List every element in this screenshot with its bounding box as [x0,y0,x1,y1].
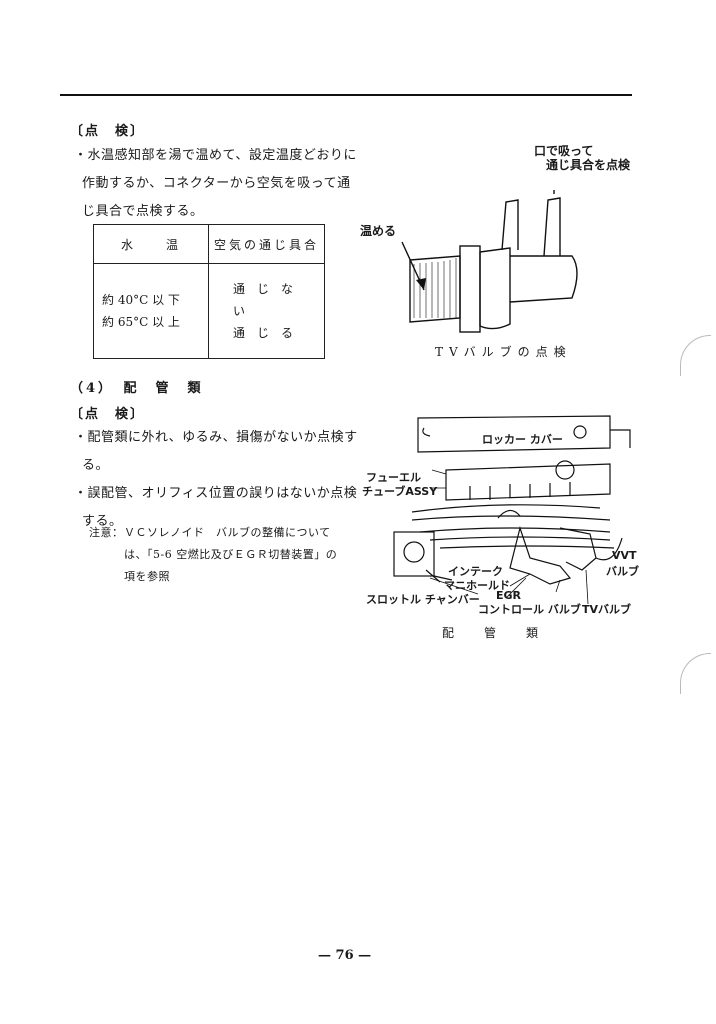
throttle-bore [403,541,425,563]
inspection-heading: 〔点 検〕 [70,407,146,422]
vvt-hose [595,537,623,561]
fuel-tube-label-1: フューエル [366,471,421,484]
binder-mark [680,335,711,376]
cell-value: 約 40°C 以 下 [102,293,180,307]
egr-label-2: コントロール バルブ [478,603,581,616]
throttle-link [425,569,453,583]
pipe-right [543,197,561,257]
inspection-list: ・配管類に外れ、ゆるみ、損傷がないか点検す る。 ・誤配管、オリフィス位置の誤り… [74,424,358,536]
note-line: は、「5-6 空燃比及びＥＧＲ切替装置」の [124,548,338,561]
piping-illustration [393,415,631,605]
section-title: （4） 配 管 類 [70,381,204,396]
list-item: る。 [82,458,110,473]
pipe-left [501,199,519,251]
figure-caption: TVバルブの点検 [435,345,572,359]
note-label: 注意： [89,526,124,539]
note-text: ＶＣソレノイド バルブの整備について は、「5-6 空燃比及びＥＧＲ切替装置」の… [124,522,337,588]
valve-nut [459,245,481,333]
vvt-label-2: バルブ [606,565,639,578]
list-item: ・誤配管、オリフィス位置の誤りはないか点検 [74,486,358,501]
table-header: 水 温 [93,224,209,264]
table-header-row: 水 温 空気の通じ具合 [93,224,325,264]
text-line: ・水温感知部を湯で温めて、設定温度どおりに [74,148,357,163]
rocker-cover [417,415,611,453]
table-row: 約 40°C 以 下 約 65°C 以 上 通 じ な い 通 じ る [93,263,325,359]
table-header: 空気の通じ具合 [208,224,325,264]
egr-hose [497,509,521,519]
cover-detail [422,427,431,437]
fuel-tube-label-2: チューブASSY [362,485,438,498]
rocker-cover-label: ロッカー カバー [482,433,563,446]
pressure-regulator [555,460,575,480]
text-line: 作動するか、コネクターから空気を吸って通 [82,176,351,191]
top-rule [60,94,632,96]
text-line: じ具合で点検する。 [82,204,204,219]
warm-arrow-head [416,278,426,290]
hose-b [411,515,611,521]
vvt-valve-bracket [559,527,597,571]
cell-value: 約 65°C 以 上 [102,315,180,329]
list-item: ・配管類に外れ、ゆるみ、損傷がないか点検す [74,430,358,445]
egr-label-1: EGR [496,589,522,602]
note-line: 項を参照 [124,570,170,583]
manifold-bracket [509,525,572,585]
tv-valve-label: TVバルブ [582,603,632,616]
warm-label: 温める [360,224,397,238]
hose-c [419,527,611,533]
cover-pipe [610,429,631,448]
hose-d [429,536,611,541]
cover-bolt [573,425,587,439]
valve-body [479,247,511,330]
cell-value: 通 じ る [233,326,294,340]
intake-label-1: インテーク [448,565,503,578]
temperature-table: 水 温 空気の通じ具合 約 40°C 以 下 約 65°C 以 上 通 じ な … [93,224,325,359]
list-item: する。 [82,514,123,529]
cell-value: 通 じ な い [233,282,306,318]
note-line: ＶＣソレノイド バルブの整備について [124,526,331,539]
hose-a [411,504,601,513]
page-number: — 76 — [318,948,372,963]
inspection-text: ・水温感知部を湯で温めて、設定温度どおりに 作動するか、コネクターから空気を吸っ… [74,142,357,226]
suck-label: 口で吸って [534,144,594,158]
vvt-label-1: VVT [612,549,637,562]
table-cell: 約 40°C 以 下 約 65°C 以 上 [93,263,209,359]
table-cell: 通 じ な い 通 じ る [208,263,325,359]
tv-valve-illustration [401,190,578,333]
throttle-label: スロットル チャンバー [366,593,480,606]
intake-label-2: マニホールド [444,579,510,592]
leader-lines [429,469,589,605]
valve-thread [409,255,461,323]
fuel-tube [445,463,611,501]
throttle-chamber [393,531,435,577]
thread-hatch [413,258,457,318]
binder-mark [680,653,711,694]
figure-caption: 配 管 類 [442,626,541,640]
valve-top [509,255,578,303]
inspection-heading: 〔点 検〕 [70,124,146,139]
fuel-injectors [469,482,571,500]
check-label: 通じ具合を点検 [546,158,631,172]
